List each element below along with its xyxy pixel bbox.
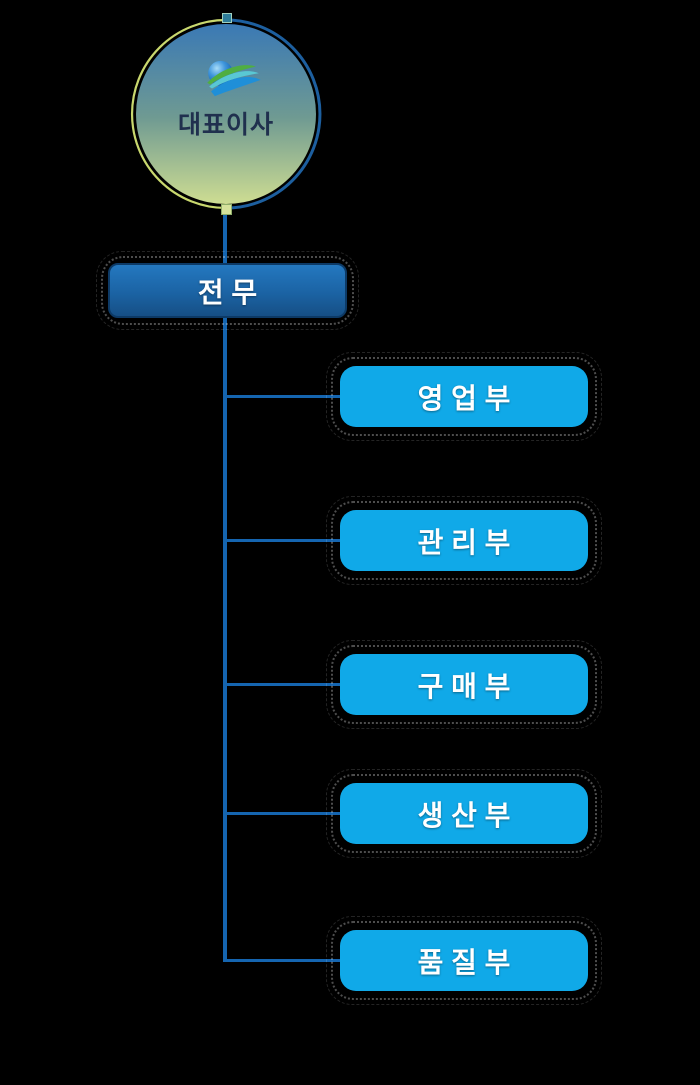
node-executive[interactable]: 전 무 [96,251,359,330]
connector-branch-sales [225,395,345,398]
dept-label: 영 업 부 [417,382,511,414]
circle-ring [130,18,322,210]
executive-label: 전 무 [197,276,258,308]
circle-gradient-fill [136,24,316,204]
node-ceo[interactable]: 대표이사 [129,13,323,215]
node-dept-admin[interactable]: 관 리 부 [326,496,602,585]
ceo-label: 대표이사 [177,111,274,139]
node-dept-quality[interactable]: 품 질 부 [326,916,602,1005]
globe-swoosh-logo-icon [207,60,261,97]
connector-branch-production [225,812,345,815]
node-dept-sales[interactable]: 영 업 부 [326,352,602,441]
node-dept-purchasing[interactable]: 구 매 부 [326,640,602,729]
dept-label: 관 리 부 [417,526,511,558]
anchor-handle-top[interactable] [222,13,232,23]
connector-branch-admin [225,539,345,542]
dept-label: 생 산 부 [417,799,511,831]
anchor-handle-bottom[interactable] [221,204,232,215]
dept-label: 품 질 부 [417,946,511,978]
connector-branch-purchasing [225,683,345,686]
node-dept-production[interactable]: 생 산 부 [326,769,602,858]
dept-label: 구 매 부 [417,670,511,702]
connector-trunk [223,208,227,962]
connector-branch-quality [225,959,345,962]
